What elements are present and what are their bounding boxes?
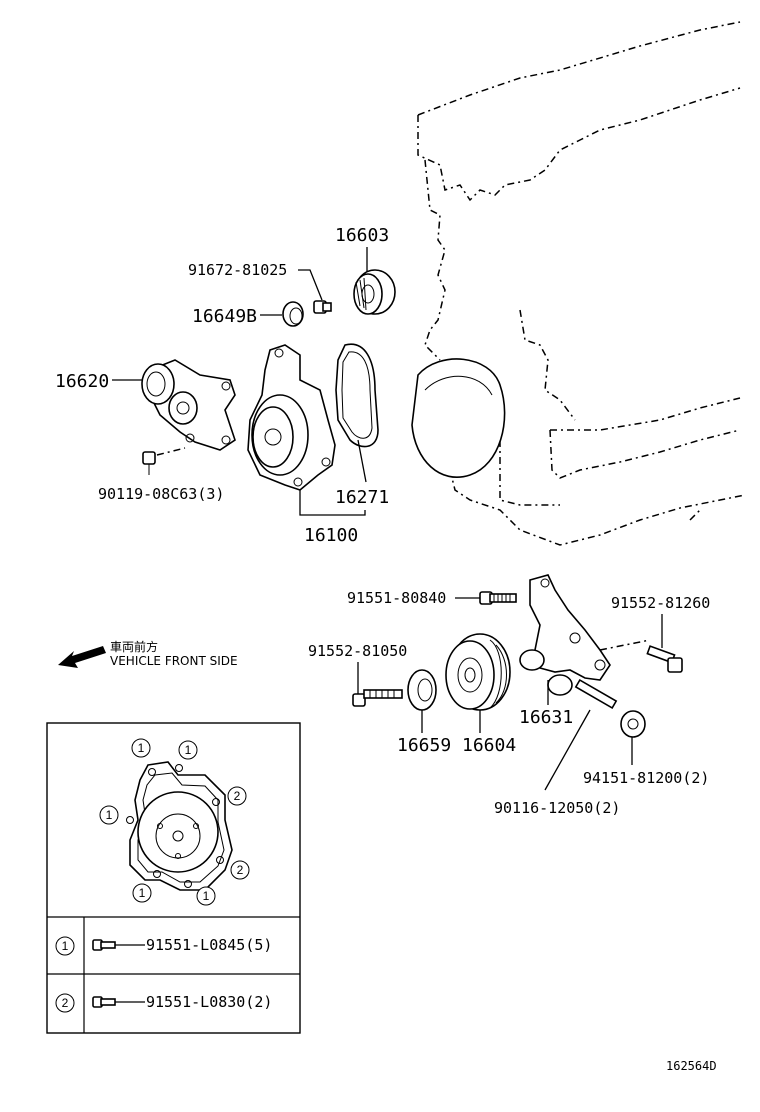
legend-part-1: 91551-L0845(5) <box>146 936 272 954</box>
svg-text:1: 1 <box>106 808 113 822</box>
svg-text:2: 2 <box>237 863 244 877</box>
vehicle-front-arrow-icon <box>58 646 106 668</box>
inset-marker-1d: 1 <box>132 883 152 903</box>
label-16603: 16603 <box>335 225 389 246</box>
svg-text:2: 2 <box>234 789 241 803</box>
bolt-91552-81260 <box>646 645 683 673</box>
water-pump-16100 <box>247 344 336 491</box>
label-91551-80840: 91551-80840 <box>347 589 446 607</box>
inset-marker-1c: 1 <box>99 805 119 825</box>
label-16620: 16620 <box>55 371 109 392</box>
label-90119: 90119-08C63(3) <box>98 485 224 503</box>
inset-marker-2b: 2 <box>230 860 250 880</box>
label-16631: 16631 <box>519 707 573 728</box>
cap-16649B <box>282 301 304 327</box>
idler-pulley-16603 <box>353 269 396 315</box>
diagram-code: 162564D <box>666 1059 717 1073</box>
svg-text:1: 1 <box>203 889 210 903</box>
label-16271: 16271 <box>335 487 389 508</box>
legend-key-2: 2 <box>62 996 69 1010</box>
label-91552-81260: 91552-81260 <box>611 594 710 612</box>
direction-english: VEHICLE FRONT SIDE <box>110 654 238 668</box>
svg-text:1: 1 <box>138 741 145 755</box>
bolt-91672-81025 <box>313 300 332 314</box>
bolt-icon <box>92 996 116 1008</box>
inset-legend-row-2: 2 91551-L0830(2) <box>55 993 272 1013</box>
inset-legend-row-1: 1 91551-L0845(5) <box>55 936 272 956</box>
svg-text:1: 1 <box>185 743 192 757</box>
legend-part-2: 91551-L0830(2) <box>146 993 272 1011</box>
direction-japanese: 車両前方 <box>110 639 158 654</box>
bracket-16631 <box>519 574 611 696</box>
tensioner-16620 <box>141 359 236 451</box>
bolt-91551-80840 <box>479 591 517 605</box>
nut-94151 <box>620 710 646 738</box>
label-16100: 16100 <box>304 525 358 546</box>
label-94151: 94151-81200(2) <box>583 769 709 787</box>
bolt-90119 <box>142 451 156 475</box>
bolt-icon <box>92 939 116 951</box>
label-16604: 16604 <box>462 735 516 756</box>
inset-marker-1b: 1 <box>178 740 198 760</box>
inset-box <box>46 722 301 1034</box>
label-16659: 16659 <box>397 735 451 756</box>
inset-marker-2a: 2 <box>227 786 247 806</box>
label-16649B: 16649B <box>192 306 257 327</box>
gasket-16271 <box>335 343 379 448</box>
inset-marker-1a: 1 <box>131 738 151 758</box>
inset-marker-1e: 1 <box>196 886 216 906</box>
bolt-91552-81050 <box>352 689 403 707</box>
label-90116: 90116-12050(2) <box>494 799 620 817</box>
engine-pump-seat <box>411 358 506 478</box>
label-91672-81025: 91672-81025 <box>188 261 287 279</box>
label-91552-81050: 91552-81050 <box>308 642 407 660</box>
svg-text:1: 1 <box>139 886 146 900</box>
stud-90116 <box>574 678 618 710</box>
pulley-16604 <box>445 633 511 711</box>
engine-block-outline <box>417 21 746 546</box>
legend-key-1: 1 <box>62 939 69 953</box>
washer-16659 <box>407 669 437 711</box>
